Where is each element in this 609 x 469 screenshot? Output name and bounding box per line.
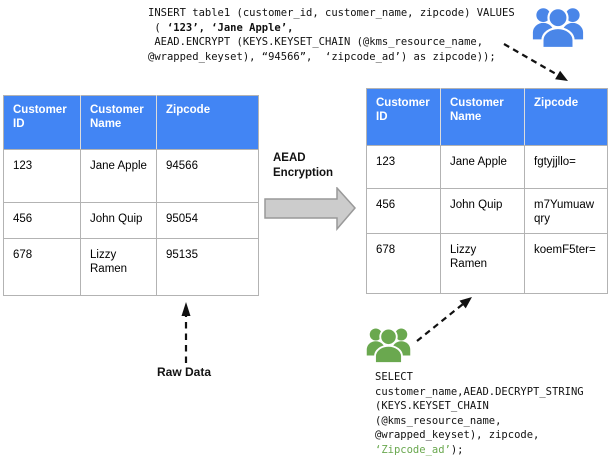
cell-customer-name: Lizzy Ramen: [440, 233, 525, 294]
cell-customer-id: 678: [3, 238, 81, 296]
table-row: 456 John Quip m7Yumuawqry: [366, 188, 608, 234]
cell-customer-name: Jane Apple: [80, 149, 157, 203]
insert-sql-line: AEAD.ENCRYPT (KEYS.KEYSET_CHAIN (@kms_re…: [148, 35, 515, 50]
select-sql-code: SELECT customer_name,AEAD.DECRYPT_STRING…: [375, 370, 584, 457]
insert-sql-code: INSERT table1 (customer_id, customer_nam…: [148, 6, 515, 64]
table-row: 678 Lizzy Ramen koemF5ter=: [366, 233, 608, 294]
insert-sql-line: INSERT table1 (customer_id, customer_nam…: [148, 6, 515, 21]
insert-sql-line: @wrapped_keyset), “94566”, ‘zipcode_ad’)…: [148, 50, 515, 65]
table-row: 123 Jane Apple fgtyjjllo=: [366, 145, 608, 189]
cell-customer-id: 123: [3, 149, 81, 203]
column-header-zipcode: Zipcode: [156, 95, 259, 150]
dashed-arrow-select-to-table: [416, 297, 472, 342]
select-sql-line: SELECT: [375, 370, 584, 385]
table-row: 456 John Quip 95054: [3, 202, 259, 239]
insert-sql-text: (: [148, 21, 167, 34]
dashed-arrow-raw-data: [181, 302, 191, 363]
encrypted-data-table: Customer ID Customer Name Zipcode 123 Ja…: [366, 88, 608, 294]
table-header-row: Customer ID Customer Name Zipcode: [3, 95, 259, 150]
select-sql-line: @wrapped_keyset), zipcode,: [375, 428, 584, 443]
select-sql-text: @wrapped_keyset), zipcode,: [375, 429, 540, 441]
insert-sql-line: ( ‘123’, ‘Jane Apple’,: [148, 21, 515, 36]
cell-zipcode: 95054: [156, 202, 259, 239]
cell-customer-name: Lizzy Ramen: [80, 238, 157, 296]
cell-encrypted-zipcode: m7Yumuawqry: [524, 188, 608, 234]
table-row: 123 Jane Apple 94566: [3, 149, 259, 203]
cell-zipcode: 94566: [156, 149, 259, 203]
users-group-icon: [532, 7, 584, 48]
column-header-customer-id: Customer ID: [3, 95, 81, 150]
select-sql-line: ‘Zipcode_ad’);: [375, 443, 584, 458]
raw-data-label: Raw Data: [156, 365, 212, 379]
cell-customer-id: 678: [366, 233, 441, 294]
cell-zipcode: 95135: [156, 238, 259, 296]
users-group-icon: [366, 327, 411, 364]
aead-encryption-label: AEAD Encryption: [273, 151, 333, 181]
cell-customer-name: John Quip: [80, 202, 157, 239]
cell-customer-name: John Quip: [440, 188, 525, 234]
table-header-row: Customer ID Customer Name Zipcode: [366, 88, 608, 146]
cell-customer-id: 456: [3, 202, 81, 239]
cell-encrypted-zipcode: fgtyjjllo=: [524, 145, 608, 189]
insert-sql-text: @wrapped_keyset), “94566”, ‘zipcode_ad’)…: [148, 50, 496, 63]
cell-encrypted-zipcode: koemF5ter=: [524, 233, 608, 294]
select-sql-text: );: [450, 443, 464, 456]
column-header-zipcode: Zipcode: [524, 88, 608, 146]
raw-data-table: Customer ID Customer Name Zipcode 123 Ja…: [3, 95, 259, 296]
dashed-arrow-insert-to-table: [503, 43, 568, 81]
insert-sql-text: INSERT table1 (customer_id, customer_nam…: [148, 7, 515, 19]
select-sql-text: (KEYS.KEYSET_CHAIN: [375, 400, 489, 412]
encryption-block-arrow: [264, 187, 356, 231]
insert-sql-text: AEAD.ENCRYPT (KEYS.KEYSET_CHAIN (@kms_re…: [148, 36, 484, 48]
aead-label-line2: Encryption: [273, 167, 334, 179]
cell-customer-id: 123: [366, 145, 441, 189]
column-header-customer-id: Customer ID: [366, 88, 441, 146]
select-sql-zipcode-ad-highlight: ‘Zipcode_ad’: [375, 443, 451, 456]
column-header-customer-name: Customer Name: [80, 95, 157, 150]
aead-label-line1: AEAD: [273, 152, 306, 164]
column-header-customer-name: Customer Name: [440, 88, 525, 146]
select-sql-line: (KEYS.KEYSET_CHAIN: [375, 399, 584, 414]
select-sql-line: customer_name,AEAD.DECRYPT_STRING: [375, 385, 584, 400]
insert-sql-values-bold: ‘123’, ‘Jane Apple’,: [166, 21, 294, 34]
select-sql-text: SELECT: [375, 371, 413, 383]
select-sql-line: (@kms_resource_name,: [375, 414, 584, 429]
table-row: 678 Lizzy Ramen 95135: [3, 238, 259, 296]
select-sql-text: customer_name,AEAD.DECRYPT_STRING: [375, 385, 584, 398]
cell-customer-id: 456: [366, 188, 441, 234]
select-sql-text: (@kms_resource_name,: [375, 414, 502, 427]
cell-customer-name: Jane Apple: [440, 145, 525, 189]
